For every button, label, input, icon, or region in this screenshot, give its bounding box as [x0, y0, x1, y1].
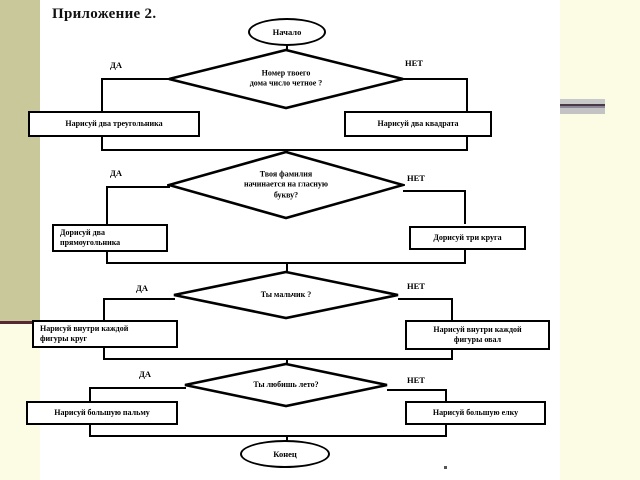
q2-no-label: НЕТ [407, 173, 425, 183]
action-q2-no: Дорисуй три круга [409, 226, 526, 250]
q4-no-label: НЕТ [407, 375, 425, 385]
merge2-left-v [106, 252, 108, 264]
connector-q2-no-h [403, 190, 466, 192]
connector-q2-yes-h [106, 186, 170, 188]
connector-q3-no-v [451, 298, 453, 320]
merge1-left-v [101, 137, 103, 151]
end-label: Конец [273, 449, 297, 459]
merge4-left-v [89, 425, 91, 437]
merge4-bus [89, 435, 447, 437]
connector-q1-yes-v [101, 78, 103, 111]
connector-q4-no-h [387, 389, 447, 391]
connector-q2-yes-v [106, 186, 108, 224]
merge2-right-v [464, 250, 466, 264]
merge3-bus [103, 358, 453, 360]
connector-q3-yes-v [103, 298, 105, 320]
right-cream-band [560, 0, 640, 480]
merge3-left-v [103, 348, 105, 360]
q3-yes-label: ДА [136, 283, 148, 293]
end-terminator: Конец [240, 440, 330, 468]
merge3-right-v [451, 350, 453, 360]
connector-q1-yes-h [101, 78, 169, 80]
decorative-dot [444, 466, 447, 469]
connector-q3-no-h [398, 298, 453, 300]
decision-q1: Номер твоего дома число четное ? [167, 48, 405, 110]
connector-q1-no-v [466, 78, 468, 111]
connector-q4-yes-h [89, 387, 186, 389]
action-q4-no: Нарисуй большую елку [405, 401, 546, 425]
decision-q2: Твоя фамилия начинается на гласную букву… [167, 150, 405, 220]
decorative-bar [560, 99, 605, 114]
action-q1-yes: Нарисуй два треугольника [28, 111, 200, 137]
merge1-bus [101, 149, 468, 151]
action-q3-no: Нарисуй внутри каждой фигуры овал [405, 320, 550, 350]
left-olive-band [0, 0, 40, 321]
action-q4-yes: Нарисуй большую пальму [26, 401, 178, 425]
decision-q4: Ты любишь лето? [183, 362, 389, 408]
merge1-right-v [466, 137, 468, 151]
connector-q4-yes-v [89, 387, 91, 401]
connector-q4-no-v [445, 389, 447, 401]
q1-yes-label: ДА [110, 60, 122, 70]
action-q3-yes: Нарисуй внутри каждой фигуры круг [32, 320, 178, 348]
action-q1-no: Нарисуй два квадрата [344, 111, 492, 137]
left-accent-rule [0, 321, 40, 324]
q2-yes-label: ДА [110, 168, 122, 178]
connector-q3-yes-h [103, 298, 175, 300]
q3-no-label: НЕТ [407, 281, 425, 291]
start-label: Начало [272, 27, 302, 37]
start-terminator: Начало [248, 18, 326, 46]
decision-q3: Ты мальчик ? [172, 270, 400, 320]
connector-q1-no-h [403, 78, 468, 80]
q4-yes-label: ДА [139, 369, 151, 379]
merge2-down [286, 262, 288, 278]
connector-q2-no-v [464, 190, 466, 224]
page-title: Приложение 2. [52, 6, 157, 22]
action-q2-yes: Дорисуй два прямоугольника [52, 224, 168, 252]
merge4-right-v [445, 425, 447, 437]
q1-no-label: НЕТ [405, 58, 423, 68]
